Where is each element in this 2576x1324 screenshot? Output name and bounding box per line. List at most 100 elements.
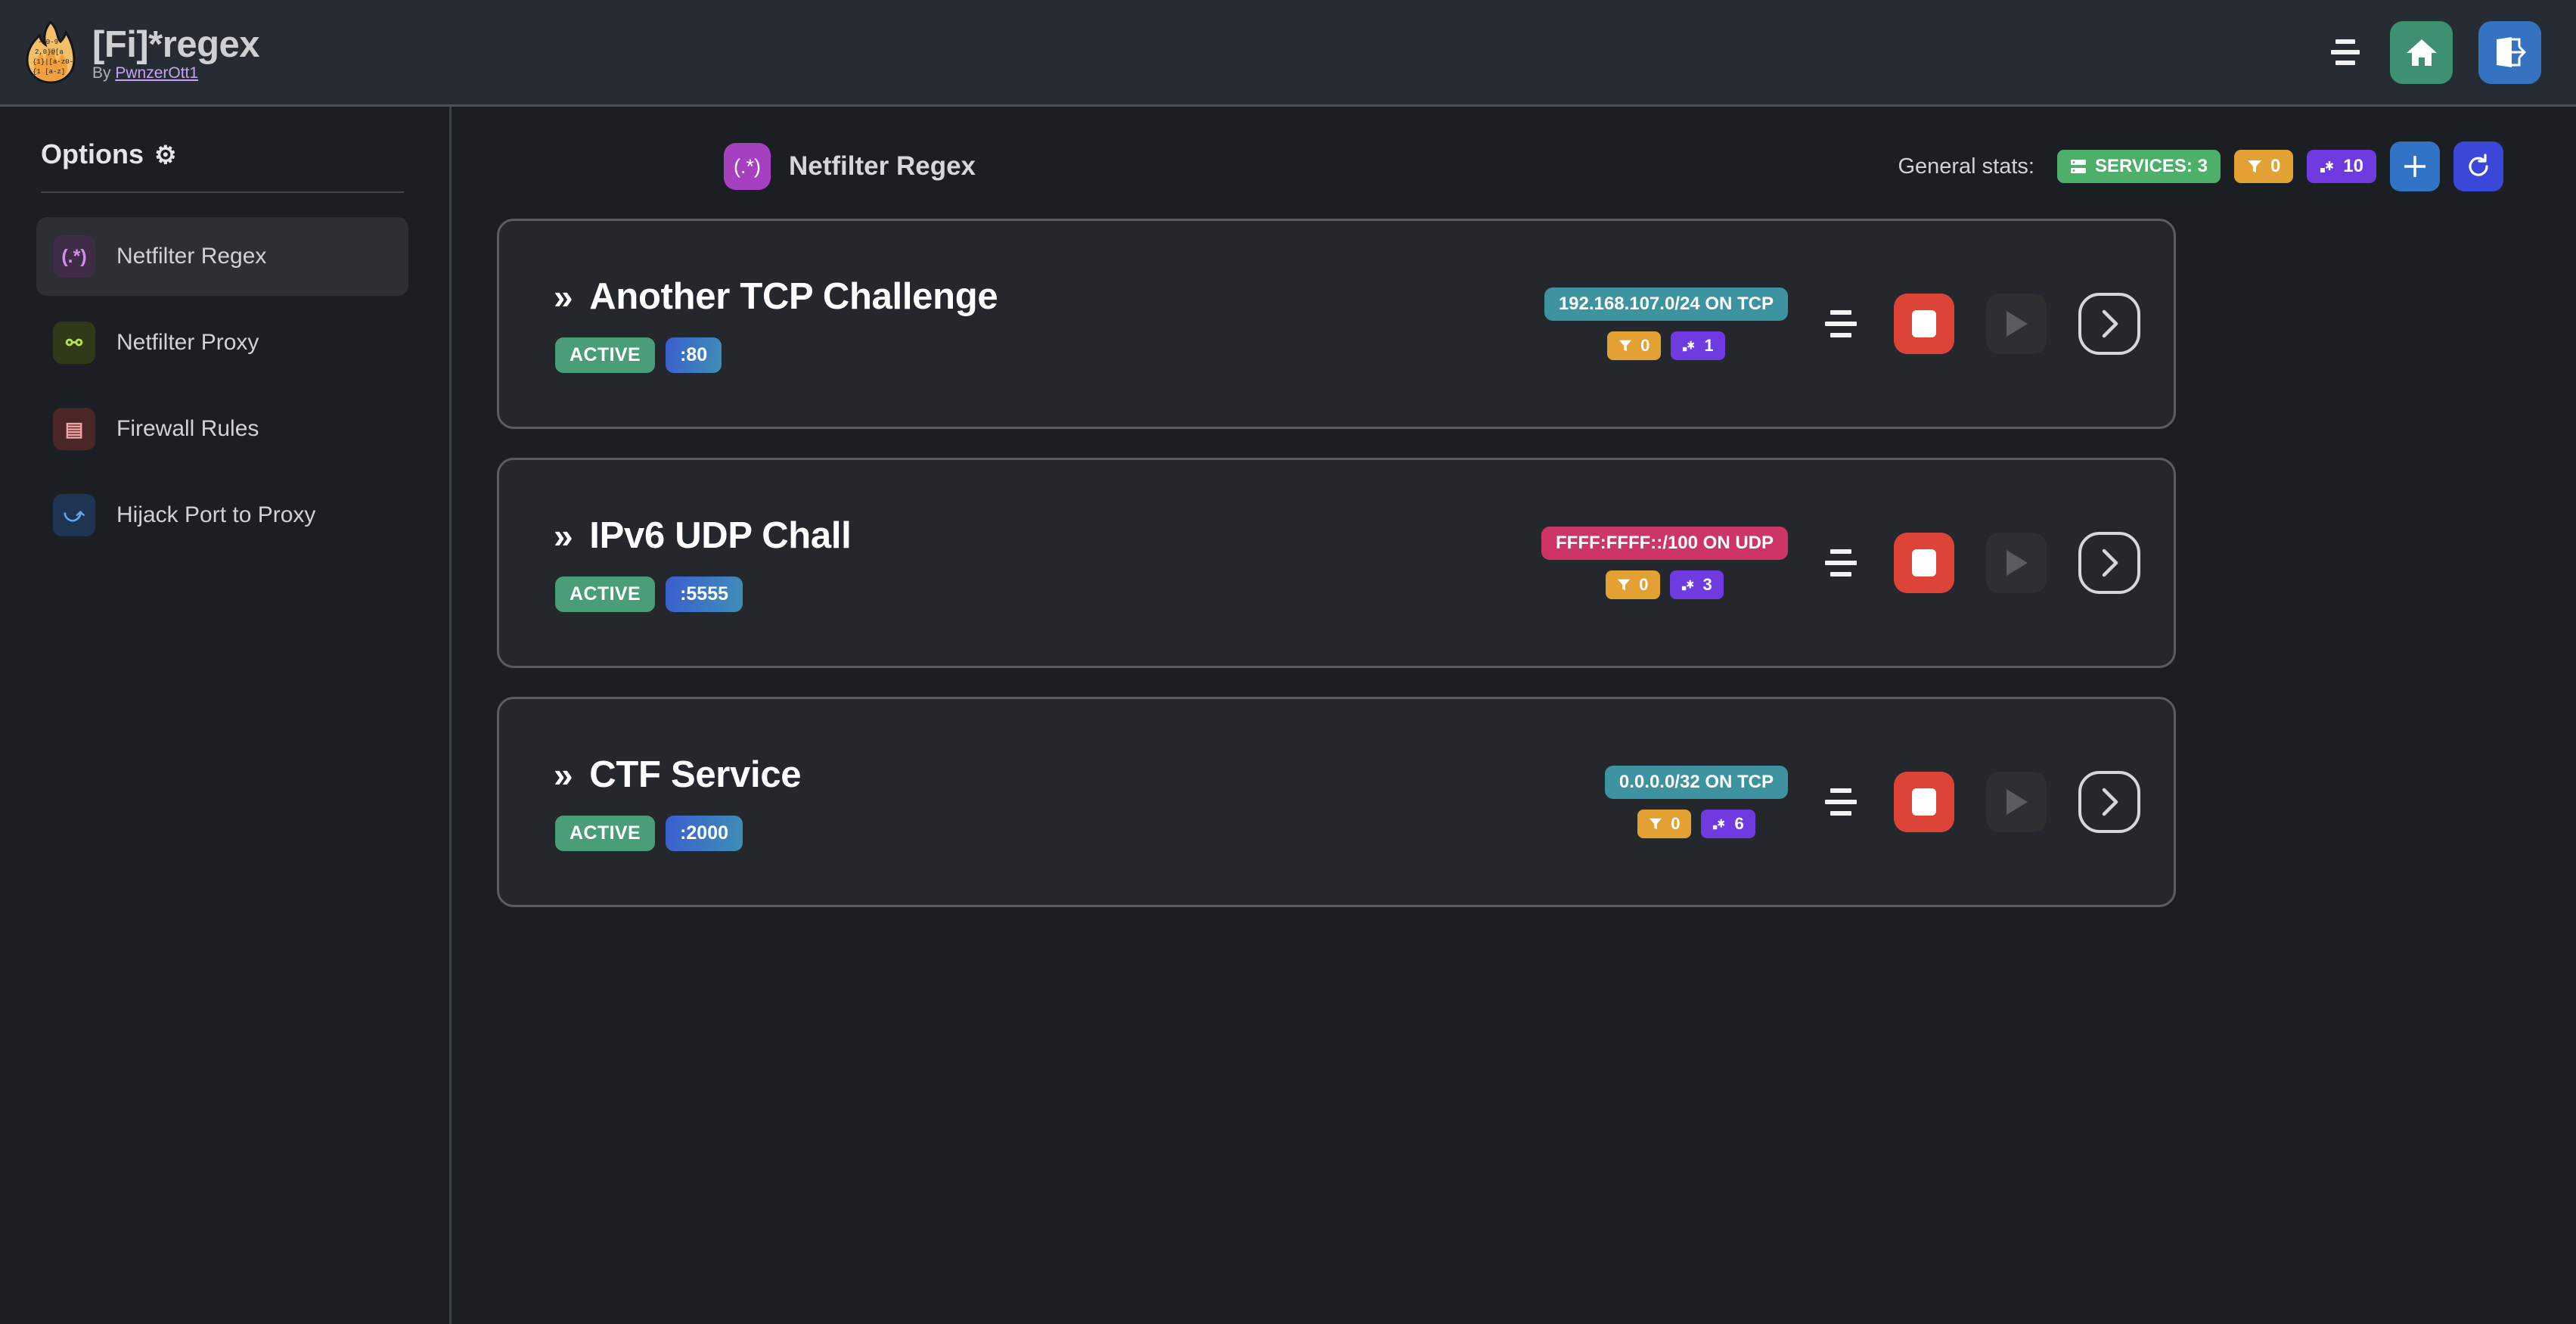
open-service-button[interactable] (2078, 293, 2140, 355)
filter-icon (1618, 579, 1631, 591)
service-card[interactable]: » Another TCP Challenge ACTIVE :80 192.1… (497, 219, 2176, 429)
service-filters-count: 0 (1640, 336, 1650, 355)
proxy-icon: ⚯ (53, 322, 95, 364)
network-badge: 0.0.0.0/32 ON TCP (1604, 766, 1788, 799)
lines-icon[interactable] (1820, 303, 1862, 345)
gear-icon: ⚙ (154, 140, 177, 169)
stop-button[interactable] (1894, 294, 1954, 354)
service-card[interactable]: » CTF Service ACTIVE :2000 0.0.0.0/32 ON… (497, 697, 2176, 907)
filter-icon (1650, 818, 1662, 830)
sidebar-item-label: Hijack Port to Proxy (116, 502, 316, 527)
play-icon (2006, 311, 2028, 337)
lines-icon[interactable] (1820, 542, 1862, 584)
start-button[interactable] (1986, 533, 2047, 593)
svg-text:2,0}@[a: 2,0}@[a (35, 48, 64, 56)
service-filters-count: 0 (1639, 575, 1649, 594)
line-3 (1830, 811, 1851, 816)
service-filters-count: 0 (1671, 814, 1681, 833)
play-icon (2006, 550, 2028, 576)
add-service-button[interactable] (2390, 141, 2440, 191)
flame-regex-logo-icon: -z0-9 2,0}@[a {1}|[a-z0-9] {1 [a-z] (26, 20, 76, 84)
play-icon (2006, 789, 2028, 815)
services-count-label: SERVICES: 3 (2094, 156, 2208, 176)
menu-line-3 (2335, 61, 2355, 65)
service-tags: ACTIVE :2000 (554, 815, 801, 851)
network-info: 192.168.107.0/24 ON TCP 0 (1544, 287, 1788, 360)
service-card[interactable]: » IPv6 UDP Chall ACTIVE :5555 FFFF:FFFF:… (497, 458, 2176, 668)
plus-icon (2404, 156, 2425, 177)
brand: -z0-9 2,0}@[a {1}|[a-z0-9] {1 [a-z] [Fi]… (26, 20, 260, 84)
stop-button[interactable] (1894, 533, 1954, 593)
filters-count-label: 0 (2270, 156, 2281, 176)
menu-line-2 (2331, 50, 2360, 54)
logout-button[interactable] (2478, 20, 2541, 84)
service-regexes-count: 1 (1704, 336, 1714, 355)
status-badge-services: SERVICES: 3 (2056, 150, 2221, 183)
double-chevron-icon: » (554, 276, 573, 316)
sidebar-item-netfilter-proxy[interactable]: ⚯ Netfilter Proxy (36, 303, 408, 382)
svg-text:{1}|[a-z0-9]: {1}|[a-z0-9] (33, 58, 76, 66)
line-2 (1825, 561, 1857, 565)
sidebar-item-label: Netfilter Regex (116, 244, 267, 269)
port-badge: :80 (666, 337, 722, 373)
svg-text:-z0-9: -z0-9 (38, 39, 58, 46)
home-button[interactable] (2390, 20, 2453, 84)
service-regexes-badge: 3 (1669, 570, 1724, 599)
network-badge: 192.168.107.0/24 ON TCP (1544, 287, 1788, 321)
status-badge-regexes: 10 (2307, 150, 2376, 183)
status-badge: ACTIVE (555, 337, 656, 373)
sidebar-item-firewall-rules[interactable]: ▤ Firewall Rules (36, 390, 408, 468)
service-title: » IPv6 UDP Chall (554, 514, 852, 557)
service-list: » Another TCP Challenge ACTIVE :80 192.1… (497, 219, 2531, 907)
service-regexes-count: 6 (1734, 814, 1744, 833)
stop-button[interactable] (1894, 772, 1954, 832)
service-regexes-badge: 6 (1701, 810, 1755, 838)
server-icon (2070, 160, 2086, 173)
double-chevron-icon: » (554, 754, 573, 794)
lines-icon[interactable] (1820, 781, 1862, 823)
regex-icon: (.*) (53, 235, 95, 278)
sidebar-header: Options ⚙ (36, 138, 408, 170)
line-1 (1830, 549, 1851, 554)
fork-arrow-icon: ⤻ (53, 494, 95, 536)
regexes-count-label: 10 (2343, 156, 2363, 176)
stop-icon (1912, 788, 1936, 816)
main-content: (.*) Netfilter Regex General stats: SERV… (452, 107, 2576, 1324)
sidebar-item-label: Netfilter Proxy (116, 330, 259, 355)
service-regexes-count: 3 (1702, 575, 1712, 594)
service-name: Another TCP Challenge (589, 275, 998, 317)
page-regex-icon: (.*) (724, 143, 771, 190)
regex-icon (1681, 580, 1693, 591)
page-title: [Fi]*regex (92, 24, 260, 65)
svg-text:{1 [a-z]: {1 [a-z] (33, 68, 65, 76)
general-stats: General stats: SERVICES: 3 0 (1898, 141, 2503, 191)
port-badge: :2000 (666, 815, 743, 851)
sidebar-item-hijack-port-to-proxy[interactable]: ⤻ Hijack Port to Proxy (36, 476, 408, 555)
logout-icon (2496, 37, 2526, 67)
service-controls: FFFF:FFFF::/100 ON UDP 0 (1541, 527, 2140, 599)
start-button[interactable] (1986, 772, 2047, 832)
open-service-button[interactable] (2078, 532, 2140, 594)
status-badge: ACTIVE (555, 576, 656, 612)
line-3 (1830, 572, 1851, 577)
service-tags: ACTIVE :5555 (554, 576, 852, 612)
content-title: Netfilter Regex (789, 151, 976, 181)
sidebar-divider (41, 191, 404, 193)
sidebar: Options ⚙ (.*) Netfilter Regex ⚯ Netfilt… (0, 107, 452, 1324)
open-service-button[interactable] (2078, 771, 2140, 833)
author-link[interactable]: PwnzerOtt1 (115, 64, 199, 82)
service-info: » IPv6 UDP Chall ACTIVE :5555 (554, 514, 852, 612)
service-filters-badge: 0 (1637, 810, 1692, 838)
chevron-right-icon (2102, 549, 2118, 577)
port-badge: :5555 (666, 576, 743, 612)
start-button[interactable] (1986, 294, 2047, 354)
line-1 (1830, 310, 1851, 315)
app-body: Options ⚙ (.*) Netfilter Regex ⚯ Netfilt… (0, 107, 2576, 1324)
byline: By PwnzerOtt1 (92, 65, 259, 81)
sidebar-item-netfilter-regex[interactable]: (.*) Netfilter Regex (36, 217, 408, 296)
service-title: » CTF Service (554, 754, 802, 796)
menu-lines-icon[interactable] (2326, 37, 2364, 67)
filter-icon (1619, 340, 1632, 352)
refresh-button[interactable] (2453, 141, 2503, 191)
line-3 (1830, 333, 1851, 337)
